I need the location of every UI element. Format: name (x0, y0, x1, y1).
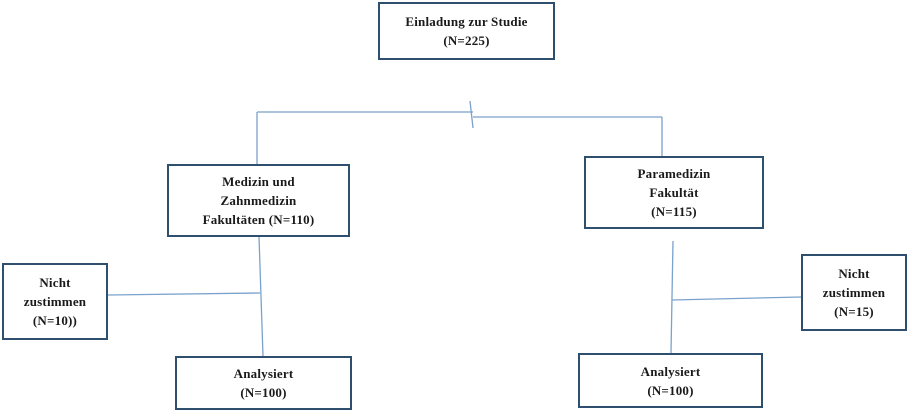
medicine-label-line3: Fakultäten (N=110) (202, 212, 315, 227)
declined-right-count: (N=15) (834, 304, 874, 319)
declined-left-box: Nicht zustimmen (N=10)) (2, 263, 108, 340)
paramedicine-faculty-box: Paramedizin Fakultät (N=115) (584, 156, 764, 229)
left-exclusion-line (107, 292, 261, 296)
declined-left-line2: zustimmen (23, 294, 87, 309)
paramedicine-label-line1: Paramedizin (637, 166, 711, 181)
declined-right-line2: zustimmen (822, 285, 886, 300)
right-stem (670, 240, 674, 354)
right-exclusion-line (671, 296, 802, 301)
split-tick (469, 100, 474, 129)
medicine-label-line1: Medizin und (222, 174, 295, 189)
analyzed-right-label: Analysiert (640, 363, 701, 379)
medicine-label-line2: Zahnmedizin (220, 193, 297, 208)
declined-left-line1: Nicht (39, 275, 71, 290)
declined-left-count: (N=10)) (32, 313, 78, 328)
declined-right-box: Nicht zustimmen (N=15) (801, 254, 907, 331)
analyzed-right-count: (N=100) (647, 382, 694, 398)
invitation-title: Einladung zur Studie (405, 14, 528, 29)
declined-right-line1: Nicht (838, 266, 870, 281)
paramedicine-count: (N=115) (651, 204, 697, 219)
left-stem (258, 236, 264, 357)
paramedicine-label-line2: Fakultät (649, 185, 699, 200)
invitation-box: Einladung zur Studie (N=225) (378, 2, 555, 60)
analyzed-right-box: Analysiert (N=100) (578, 353, 763, 408)
medicine-faculty-box: Medizin und Zahnmedizin Fakultäten (N=11… (167, 164, 350, 237)
invitation-count: (N=225) (443, 33, 490, 48)
analyzed-left-label: Analysiert (233, 366, 294, 381)
analyzed-left-box: Analysiert (N=100) (175, 356, 352, 410)
analyzed-left-count: (N=100) (240, 385, 287, 400)
